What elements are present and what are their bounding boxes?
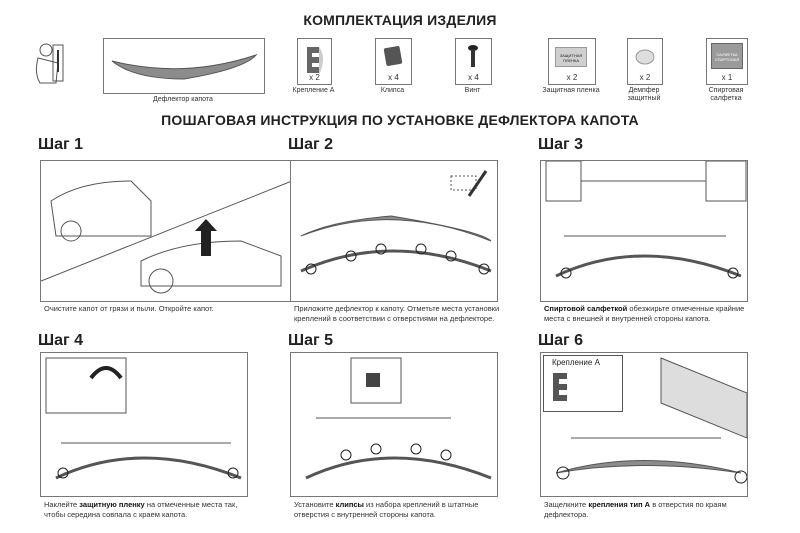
- kit-screw-label: Винт: [464, 87, 481, 94]
- step-2-image: [290, 160, 498, 302]
- step-4-bold: защитную пленку: [79, 500, 145, 509]
- kit-clip-qty: x 4: [388, 73, 399, 82]
- kit-mount-a-label: Крепление А: [292, 87, 335, 94]
- kit-mount-a-box: x 2: [297, 38, 332, 85]
- step-6-bold: крепления тип А: [588, 500, 651, 509]
- step-6-text-pre: Защелкните: [544, 500, 589, 509]
- step-4-title: Шаг 4: [38, 332, 83, 349]
- step-4-image: [40, 352, 248, 497]
- step-1-image: [40, 160, 293, 302]
- step-5-title: Шаг 5: [288, 332, 333, 349]
- step-6-title: Шаг 6: [538, 332, 583, 349]
- kit-film-label: Защитная пленка: [542, 87, 600, 94]
- step-6-text-post: в отверстия по краям дефлектора.: [544, 500, 727, 519]
- step-3-bold: Спиртовой салфеткой: [544, 304, 628, 313]
- step-5-bold: клипсы: [335, 500, 364, 509]
- kit-damper-qty: x 2: [639, 73, 651, 82]
- installer-figure-icon: [35, 43, 64, 84]
- step-3-title: Шаг 3: [538, 136, 583, 153]
- step-5-caption: Установите клипсы из набора креплений в …: [294, 500, 504, 520]
- mount-a-inset-label: Крепление А: [552, 358, 600, 367]
- kit-clip-box: x 4: [375, 38, 412, 85]
- kit-deflector-label: Дефлектор капота: [153, 96, 213, 103]
- step-2-title: Шаг 2: [288, 136, 333, 153]
- step-5-image: [290, 352, 498, 497]
- kit-title: КОМПЛЕКТАЦИЯ ИЗДЕЛИЯ: [303, 12, 497, 28]
- step-4-caption: Наклейте защитную пленку на отмеченные м…: [44, 500, 254, 520]
- mount-a-inset: Крепление А: [543, 355, 623, 412]
- kit-clip-label: Клипса: [380, 87, 405, 94]
- kit-damper-label: Демпфер защитный: [627, 87, 661, 102]
- step-1-text: Очистите капот от грязи и пыли. Откройте…: [44, 304, 214, 313]
- step-4-text-post: на отмеченные места так, чтобы середина …: [44, 500, 238, 519]
- step-3-text: обезжирьте отмеченные крайние места с вн…: [544, 304, 745, 323]
- step-5-text-pre: Установите: [294, 500, 336, 509]
- kit-deflector-box: [103, 38, 265, 94]
- kit-film-qty: x 2: [566, 73, 578, 82]
- kit-film-box: ЗАЩИТНАЯ ПЛЕНКА x 2: [548, 38, 596, 85]
- wipe-inner-label: САЛФЕТКА СПИРТОВАЯ: [711, 43, 743, 69]
- step-6-caption: Защелкните крепления тип А в отверстия п…: [544, 500, 749, 520]
- step-2-text: Приложите дефлектор к капоту. Отметьте м…: [294, 304, 500, 323]
- kit-wipe-label: Спиртовая салфетка: [708, 87, 744, 102]
- film-inner-label: ЗАЩИТНАЯ ПЛЕНКА: [555, 47, 587, 67]
- step-2-caption: Приложите дефлектор к капоту. Отметьте м…: [294, 304, 504, 324]
- kit-mount-a-qty: x 2: [309, 73, 320, 82]
- step-5-text-post: из набора креплений в штатные отверстия …: [294, 500, 479, 519]
- step-1-title: Шаг 1: [38, 136, 83, 153]
- step-4-text-pre: Наклейте: [44, 500, 80, 509]
- step-3-caption: Спиртовой салфеткой обезжирьте отмеченны…: [544, 304, 749, 324]
- kit-wipe-box: САЛФЕТКА СПИРТОВАЯ x 1: [706, 38, 748, 85]
- instruction-title: ПОШАГОВАЯ ИНСТРУКЦИЯ ПО УСТАНОВКЕ ДЕФЛЕК…: [161, 112, 639, 128]
- step-3-image: [540, 160, 748, 302]
- kit-screw-qty: x 4: [468, 73, 479, 82]
- kit-screw-box: x 4: [455, 38, 492, 85]
- step-1-caption: Очистите капот от грязи и пыли. Откройте…: [44, 304, 294, 314]
- kit-damper-box: x 2: [627, 38, 663, 85]
- kit-wipe-qty: x 1: [721, 73, 733, 82]
- step-6-image: Крепление А: [540, 352, 748, 497]
